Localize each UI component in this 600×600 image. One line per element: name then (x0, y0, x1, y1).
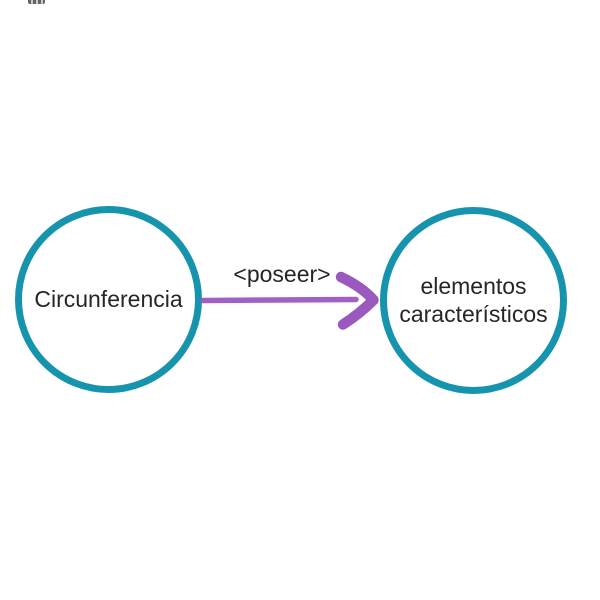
node-elementos-caracteristicos: elementos característicos (380, 207, 567, 394)
edge-label-poseer: <poseer> (233, 261, 331, 287)
clipped-text-artifact (28, 0, 45, 4)
arrow-shaft (200, 296, 359, 304)
node-circunferencia-label: Circunferencia (34, 285, 183, 312)
node-circunferencia: Circunferencia (15, 206, 202, 393)
node-elementos-caracteristicos-label: elementos característicos (399, 273, 548, 327)
arrow-head-icon (335, 271, 379, 330)
